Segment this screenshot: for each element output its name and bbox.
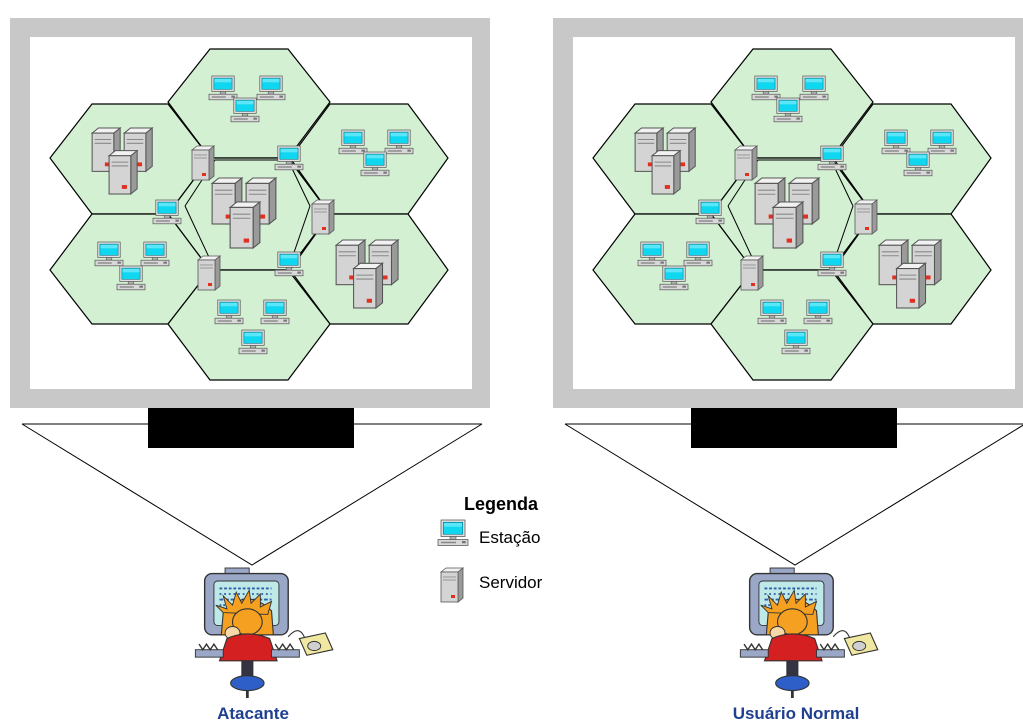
normal-user-figure xyxy=(738,566,880,700)
right-network xyxy=(553,18,1023,565)
legend-station-label: Estação xyxy=(479,528,540,547)
workstation-icon xyxy=(384,129,414,155)
workstation-icon xyxy=(360,151,390,177)
workstation-icon xyxy=(152,199,182,225)
workstation-icon xyxy=(274,251,304,277)
left-network xyxy=(10,18,490,566)
workstation-icon xyxy=(140,241,170,267)
attacker-figure xyxy=(193,566,335,700)
caption-usuario-normal: Usuário Normal xyxy=(733,704,860,723)
workstation-icon xyxy=(437,519,469,546)
server-icon xyxy=(197,255,221,291)
caption-atacante: Atacante xyxy=(217,704,289,723)
server-icon xyxy=(191,145,215,181)
workstation-icon xyxy=(214,299,244,325)
server-icon xyxy=(440,567,464,603)
legend-title: Legenda xyxy=(464,494,539,514)
workstation-icon xyxy=(260,299,290,325)
workstation-icon xyxy=(94,241,124,267)
server-icon xyxy=(311,199,335,235)
legend: Legenda Estação Servidor xyxy=(437,494,543,603)
workstation-icon xyxy=(338,129,368,155)
workstation-icon xyxy=(238,329,268,355)
workstation-icon xyxy=(274,145,304,171)
workstation-icon xyxy=(208,75,238,101)
legend-server-label: Servidor xyxy=(479,573,543,592)
workstation-icon xyxy=(256,75,286,101)
workstation-icon xyxy=(116,265,146,291)
workstation-icon xyxy=(230,97,260,123)
